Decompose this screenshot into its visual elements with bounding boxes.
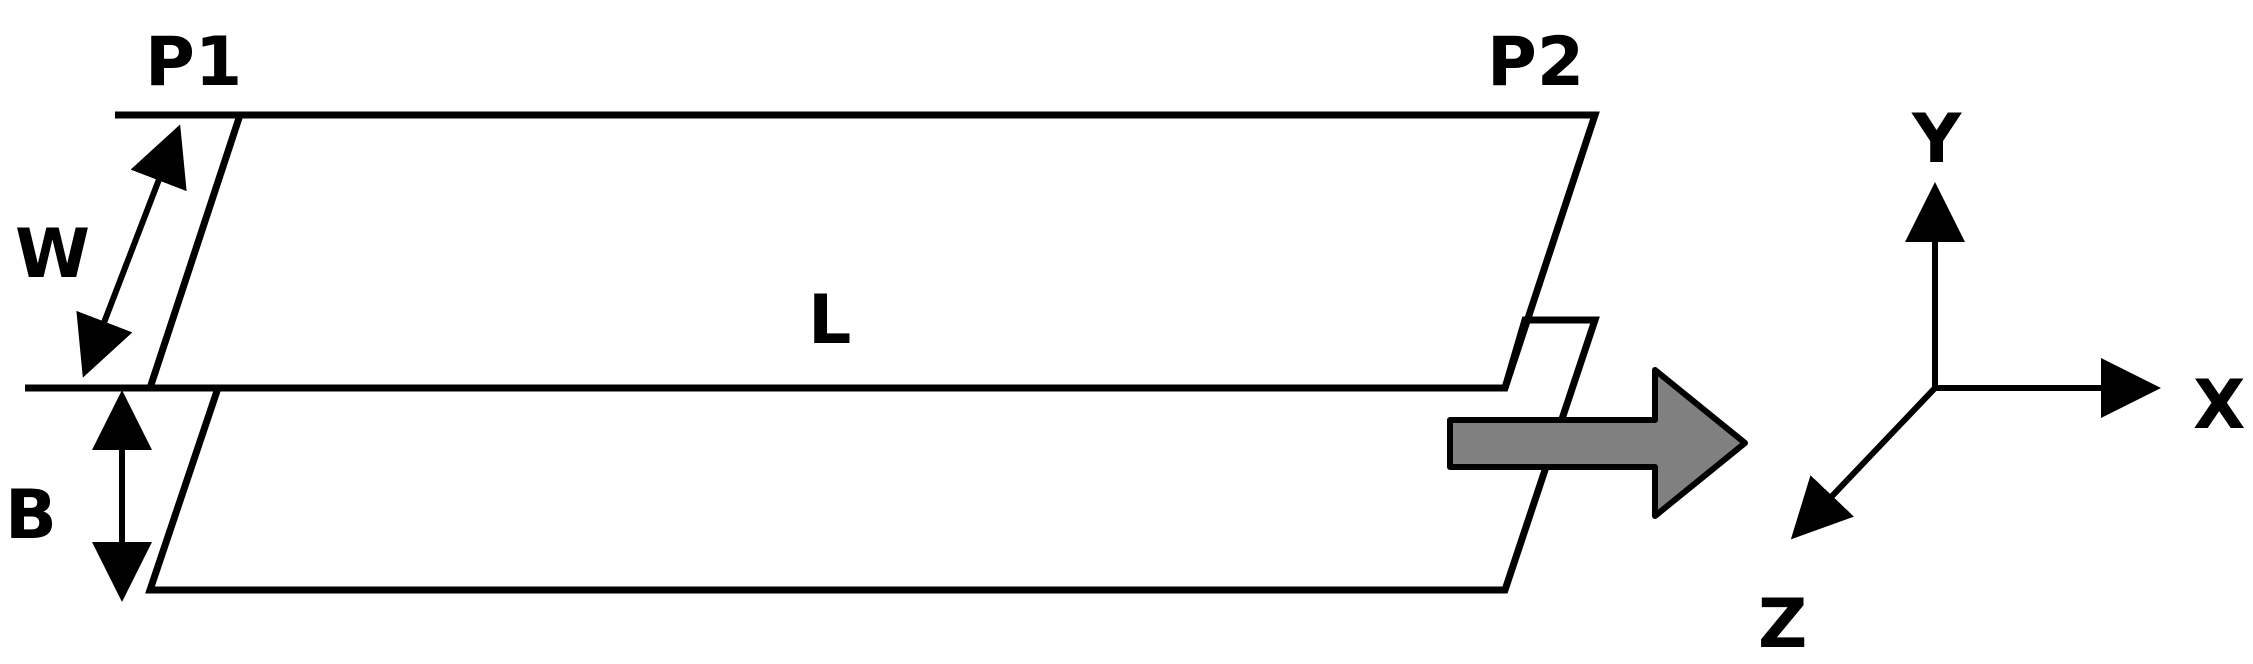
bottom-plate bbox=[145, 316, 1600, 594]
p1-label: P1 bbox=[145, 23, 242, 102]
x-axis-label: X bbox=[2193, 366, 2245, 445]
y-axis-label: Y bbox=[1911, 100, 1962, 179]
top-plate bbox=[145, 111, 1600, 392]
p2-label: P2 bbox=[1487, 23, 1584, 102]
z-axis-label: Z bbox=[1758, 585, 1807, 664]
b-label: B bbox=[5, 476, 57, 555]
flow-direction-arrow bbox=[1447, 367, 1748, 519]
z-axis-arrow bbox=[1790, 385, 1938, 540]
w-dimension-arrow bbox=[76, 124, 187, 378]
l-label: L bbox=[808, 281, 851, 360]
w-label: W bbox=[15, 215, 90, 294]
